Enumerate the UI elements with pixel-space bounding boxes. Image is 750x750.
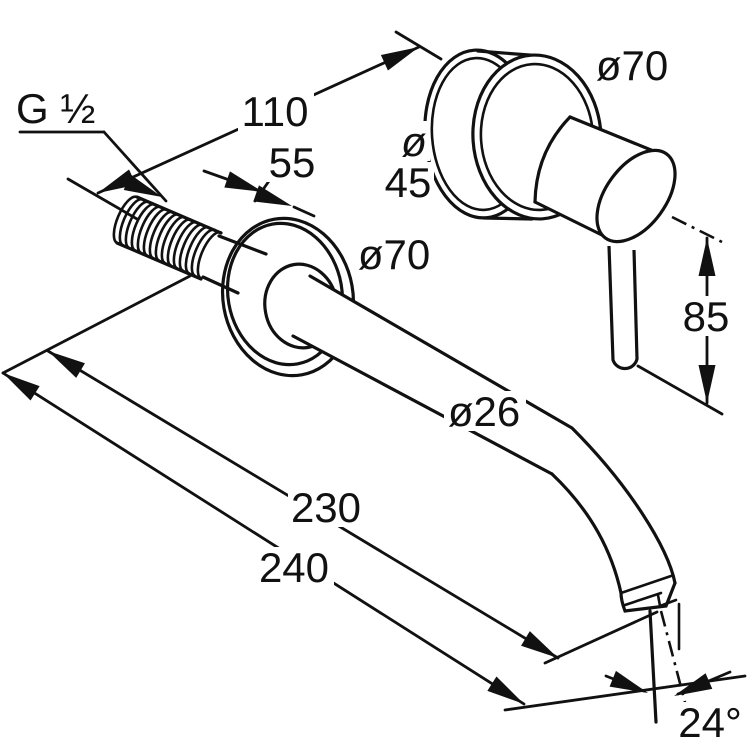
dim-line-240 bbox=[1, 371, 526, 706]
mixer-body-top-edge bbox=[568, 115, 658, 154]
dim-230-label: 230 bbox=[291, 484, 361, 531]
angle-spout-label: 24° bbox=[678, 699, 742, 746]
thread-size-label: G ½ bbox=[16, 85, 95, 132]
arrowhead-55-b bbox=[253, 185, 295, 215]
label-bg-dia-symbol bbox=[400, 121, 430, 161]
dim-110-label: 110 bbox=[242, 88, 309, 135]
ext-line-spout-end bbox=[543, 610, 659, 665]
centerline-lever-top bbox=[671, 215, 723, 244]
arrowhead-85-down bbox=[698, 365, 716, 403]
label-bg-dia70-right bbox=[594, 45, 672, 85]
label-bg-240 bbox=[256, 547, 334, 587]
thread-bottom-edge bbox=[115, 241, 203, 281]
mixer-flange-side-bottom bbox=[482, 216, 534, 221]
mixer-body-bottom-edge bbox=[533, 200, 612, 241]
arrowhead-240-right bbox=[487, 676, 529, 712]
dia-flange-right-label: ø70 bbox=[596, 42, 668, 89]
spout-axis-line bbox=[648, 609, 658, 724]
dim-85-label: 85 bbox=[683, 293, 730, 340]
aerator-ring-line bbox=[619, 574, 673, 595]
flange-rim-edge bbox=[225, 221, 345, 367]
aerator-outline bbox=[619, 581, 677, 613]
dimension-24deg bbox=[604, 602, 732, 724]
wall-flange-left bbox=[220, 216, 356, 378]
dim-240-label: 240 bbox=[259, 544, 329, 591]
mixer-body-base-arc bbox=[533, 115, 572, 204]
angle-ref-centerline bbox=[659, 610, 689, 711]
thread-crests bbox=[107, 191, 223, 280]
label-bg-24 bbox=[672, 702, 748, 742]
flange-outer-edge bbox=[220, 216, 356, 378]
spout-body-fill bbox=[293, 276, 675, 611]
spout-bend-inner-edge bbox=[550, 472, 623, 595]
arrowhead-24-left bbox=[609, 670, 652, 701]
dim-55-label: 55 bbox=[269, 139, 316, 186]
ext-tail-55 bbox=[292, 205, 316, 218]
spout-aerator bbox=[619, 574, 678, 613]
dia-flange-left-label: ø70 bbox=[358, 231, 430, 278]
spout-top-edge bbox=[308, 274, 677, 585]
mixer-body bbox=[533, 115, 677, 244]
ext-line-wall-plane bbox=[1, 274, 192, 375]
arrowhead-230-right bbox=[521, 631, 563, 666]
label-bg-110 bbox=[238, 91, 314, 131]
spout bbox=[291, 274, 678, 613]
dia-body-symbol-label: ø bbox=[401, 118, 427, 165]
spout-bottom-edge bbox=[291, 334, 554, 476]
mixer-body-end-cap bbox=[595, 148, 677, 244]
pipe-bottom-edge bbox=[201, 275, 240, 295]
thread-top-edge bbox=[135, 195, 223, 235]
lever-handle bbox=[607, 245, 639, 371]
dimension-55 bbox=[123, 169, 316, 218]
aerator-ring-line-2 bbox=[623, 591, 663, 607]
thread-label-group bbox=[18, 130, 168, 203]
arrowhead-85-up bbox=[698, 238, 716, 276]
ext-line-thread-start bbox=[66, 177, 139, 221]
dia-body-value-label: 45 bbox=[385, 159, 432, 206]
label-bg-dia26 bbox=[444, 391, 526, 431]
label-bg-55 bbox=[264, 142, 322, 182]
label-bg-230 bbox=[288, 487, 366, 527]
mixer-lever bbox=[607, 245, 639, 371]
ext-line-lever-tip bbox=[636, 364, 724, 416]
label-bg-85 bbox=[682, 296, 732, 336]
dia-spout-label: ø26 bbox=[448, 388, 520, 435]
label-bg-dia70-left bbox=[356, 234, 434, 274]
label-bg-45 bbox=[382, 162, 434, 202]
thread-label-leader bbox=[102, 130, 168, 203]
ext-line-flange-face bbox=[394, 30, 443, 61]
aerator-notch bbox=[656, 593, 678, 608]
